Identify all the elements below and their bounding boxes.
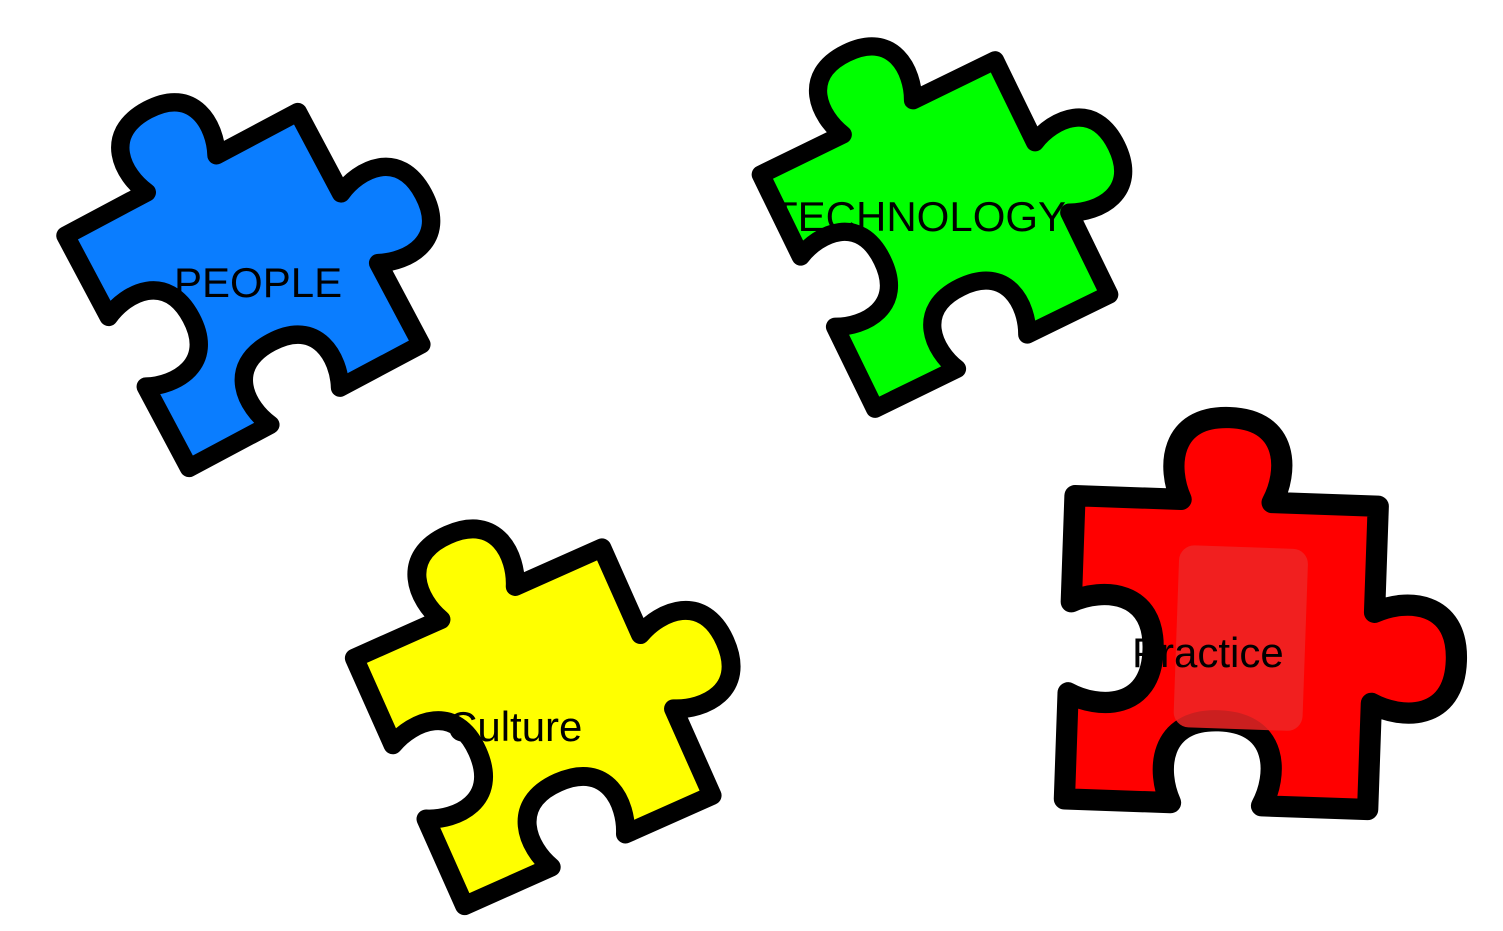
technology-label: TECHNOLOGY <box>772 193 1067 240</box>
puzzle-piece-practice <box>970 425 1503 865</box>
culture-label: Culture <box>447 703 583 750</box>
practice-label: Practice <box>1132 629 1284 676</box>
people-fill <box>31 14 485 468</box>
people-label: PEOPLE <box>174 259 343 306</box>
culture-fill <box>324 450 780 906</box>
puzzle-piece-shape <box>970 425 1503 865</box>
practice-patch <box>1173 545 1308 731</box>
